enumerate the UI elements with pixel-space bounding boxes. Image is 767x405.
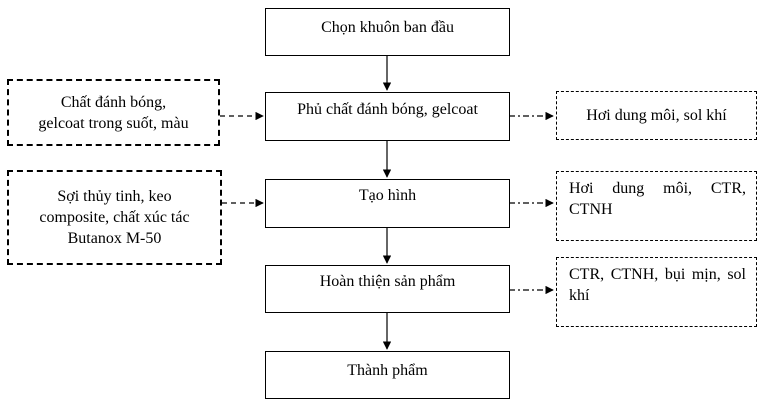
output-waste-dust: CTR, CTNH, bụi mịn, sol khí — [556, 257, 757, 327]
step-label: Hoàn thiện sản phẩm — [319, 273, 456, 290]
input-label: Sợi thủy tinh, keo composite, chất xúc t… — [39, 188, 190, 247]
step-final-product: Thành phẩm — [265, 351, 510, 399]
step-label: Chọn khuôn ban đầu — [321, 19, 454, 36]
output-label: CTR, CTNH, bụi mịn, sol khí — [569, 266, 746, 304]
step-finishing: Hoàn thiện sản phẩm — [265, 265, 510, 313]
step-label: Phủ chất đánh bóng, gelcoat — [297, 101, 478, 118]
step-forming: Tạo hình — [265, 179, 510, 228]
step-label: Thành phẩm — [347, 362, 428, 379]
step-label: Tạo hình — [358, 187, 417, 204]
output-solvent-aerosol: Hơi dung môi, sol khí — [556, 91, 757, 140]
output-label: Hơi dung môi, CTR, CTNH — [569, 180, 746, 218]
input-polish-gelcoat: Chất đánh bóng, gelcoat trong suốt, màu — [7, 79, 220, 146]
input-fiberglass-resin: Sợi thủy tinh, keo composite, chất xúc t… — [7, 170, 222, 265]
input-label: Chất đánh bóng, gelcoat trong suốt, màu — [38, 93, 189, 132]
output-solvent-waste: Hơi dung môi, CTR, CTNH — [556, 171, 757, 241]
output-label: Hơi dung môi, sol khí — [586, 107, 727, 124]
step-choose-mold: Chọn khuôn ban đầu — [265, 8, 510, 56]
step-apply-gelcoat: Phủ chất đánh bóng, gelcoat — [265, 92, 510, 141]
